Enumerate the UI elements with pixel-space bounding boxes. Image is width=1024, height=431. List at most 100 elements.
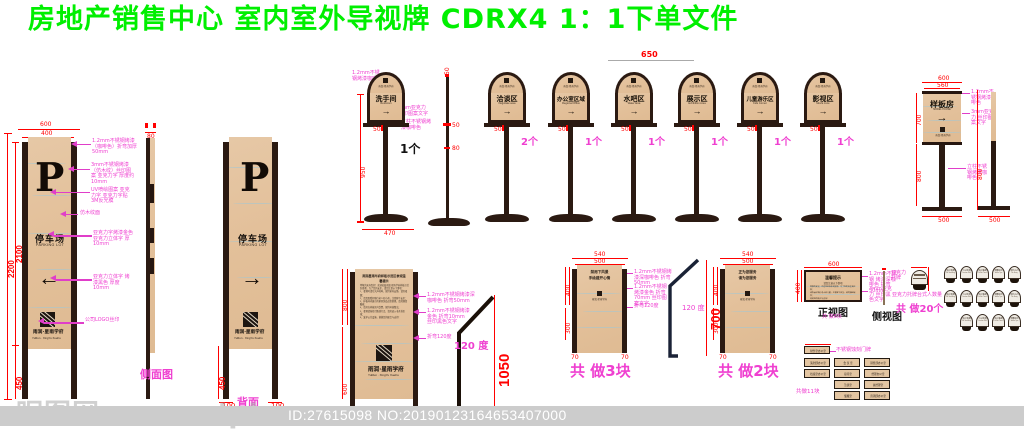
bb-dim-1050-line [494, 295, 496, 419]
pb1-foot-dim-r: 70 [621, 354, 629, 361]
callout-1-text: 1.2mm不锈钢烤漆（咖啡色）折弯加厚50mm [92, 138, 138, 155]
dome-sign-en-2: Negotiate area [498, 102, 516, 105]
mh-callout-1-text: 1.2mm不锈钢烤漆咖啡色 [971, 89, 997, 106]
dome-body-panel [555, 93, 587, 120]
pb1-dim-w-inner [575, 264, 625, 265]
tent-foot [1010, 279, 1019, 283]
bb-dim-v3 [342, 327, 343, 399]
tent-head [976, 290, 989, 303]
door-plate-label: 经理办公室 [871, 373, 885, 376]
pylon-back-left-post [223, 142, 229, 399]
foot-dim-l [219, 402, 233, 403]
brand-name-cn-back: 雨润·星雨学府 [235, 330, 265, 335]
pb1-dim-300: 300 [565, 322, 572, 334]
tent-cn: 小心地滑 [978, 318, 987, 320]
dome-side-dim-low: 80 [452, 145, 460, 152]
dim-tick-2100-bot [12, 345, 19, 346]
pb-angle-note: 120 度 [682, 304, 705, 312]
pb2-dim-v3 [713, 308, 714, 340]
tent-en: Warm Tips [994, 273, 1003, 274]
nb-side-edge [883, 271, 886, 305]
dome-foot [675, 214, 719, 222]
pb2-right-post [770, 269, 775, 353]
mh-dim-v-panel [916, 93, 918, 143]
pb1-panel: 禁用下风景 手绘建开心情 雨润·星雨学府 [577, 265, 622, 353]
mh-sign-cn: 样板房 [930, 100, 954, 109]
dome-foot [485, 214, 529, 222]
dome-sign-cn-1: 洗手间 [375, 95, 397, 103]
dome-sign-cn-4: 水吧区 [623, 95, 645, 103]
dome-sign-en-5: Exhibition Area [688, 102, 706, 105]
tent-cn: 禁止吸烟 [962, 318, 971, 320]
pylon-back-gap [229, 349, 272, 399]
dome-callout-1: 1.2mm不锈钢烤漆咖啡色 [352, 70, 383, 82]
model-house-sign-group: 600 560 700 800 样板房 MODEL HOUSE → 雨润·星雨学… [912, 72, 996, 232]
tent-cn: 小心地滑 [962, 270, 971, 272]
dome-base-bar [674, 123, 720, 127]
pb-dim-700-line [706, 260, 708, 356]
table-tent-item: 禁止吸烟 No Smoking [960, 314, 973, 333]
dome-arch-inner [370, 75, 402, 94]
dome-mini-logo-icon [504, 78, 509, 83]
dome-pole-dim-mark [629, 125, 631, 131]
pb2-dim-540: 540 [742, 251, 754, 258]
pb1-dim-v2 [569, 267, 570, 305]
dome-logo-sub: 雨润·星雨学府 [378, 85, 394, 88]
side-view-label: 侧面图 [140, 368, 173, 381]
mh-dim-600: 600 [938, 75, 950, 82]
door-plate-item: 接待室 [834, 369, 860, 378]
marble-texture-bb [355, 269, 413, 399]
table-tent-item: 禁止吸烟 No Smoking [944, 290, 957, 309]
dome-sign-detail-group: 950 470 1.2mm不锈钢烤漆咖啡色 3mm亚克力 丝印图案文字 立柱不锈… [352, 62, 436, 237]
brand-name-en-back: YuRun · XingYu XueFu [234, 336, 263, 340]
dome-pole-dim-mark [566, 125, 568, 131]
tent-foot [994, 303, 1003, 307]
side-slot-2 [150, 228, 154, 243]
dome-pole-dim-mark [692, 125, 694, 131]
tent-head [1008, 314, 1021, 327]
pb2-dim-w-inner [723, 264, 773, 265]
tent-foot [962, 279, 971, 283]
pylon-front-panel: P 停车场 PARKING LOT ← 雨润·星雨学府 YuRun · Xing… [28, 137, 71, 349]
pb2-left-post [720, 269, 725, 353]
pb1-left-post [572, 269, 577, 353]
dome-base-bar [484, 123, 530, 127]
dim-line-2100 [15, 142, 16, 345]
dome-callout-2: 3mm亚克力 丝印图案文字 [398, 105, 429, 117]
dome-dim-50: 50 [810, 126, 818, 133]
mh-foot-dim-line [922, 216, 962, 217]
pylon-left-post [22, 142, 28, 399]
nb-body: 尊敬的来宾，欢迎您莅临参观指导，为了您的安全请注意； 请照看好随行老人和儿童，注… [810, 286, 856, 300]
dome-pole-dim-mark [755, 125, 757, 131]
mh-brand: 雨润·星雨学府 [935, 134, 951, 137]
nb-side-tick [882, 268, 886, 270]
dome-qty-1: 1个 [400, 142, 421, 156]
tent-en: No Smoking [946, 297, 955, 298]
tent-head [944, 290, 957, 303]
nb-body-line: 请照看好随行老人和儿童，注意脚下安全，请勿触碰展品； [810, 292, 856, 297]
tent-foot [946, 303, 955, 307]
dome-side-tick-mid [443, 123, 451, 126]
door-plate-label: 档案室办公室 [810, 373, 826, 376]
door-plate-label: 储藏室 [844, 395, 852, 398]
table-tent-item: 温馨提示 Warm Tips [1008, 314, 1021, 333]
tent-en: No Entry [1011, 273, 1018, 274]
dim-tick-2100-top [12, 142, 19, 143]
door-plate-item: 洽谈室 [834, 380, 860, 389]
dome-mini-logo-icon [383, 78, 388, 83]
pylon-p-symbol: P [35, 155, 65, 201]
tent-head [992, 290, 1005, 303]
dome-dim-50: 50 [494, 126, 502, 133]
dome-mini-logo-icon [757, 78, 762, 83]
bb-left-post [350, 272, 355, 407]
marble-texture-nb [806, 272, 860, 300]
marble-texture-back [229, 137, 272, 349]
table-tent-item: 小心地滑 Caution Wet [960, 266, 973, 285]
notice-board-group: 600 400 温馨提示 请您注意以下事项 尊敬的来宾，欢迎您莅临参观指导，为了… [794, 261, 902, 323]
tent-en: No Smoking [946, 273, 955, 274]
bb-dim-1050: 1050 [496, 353, 513, 387]
dome-foot [612, 214, 656, 222]
dome-sign-en-1: Restroom [380, 102, 392, 105]
table-tent-item: 禁止触摸 Do Not Touch [976, 290, 989, 309]
pb2-dim-v1 [713, 267, 715, 305]
